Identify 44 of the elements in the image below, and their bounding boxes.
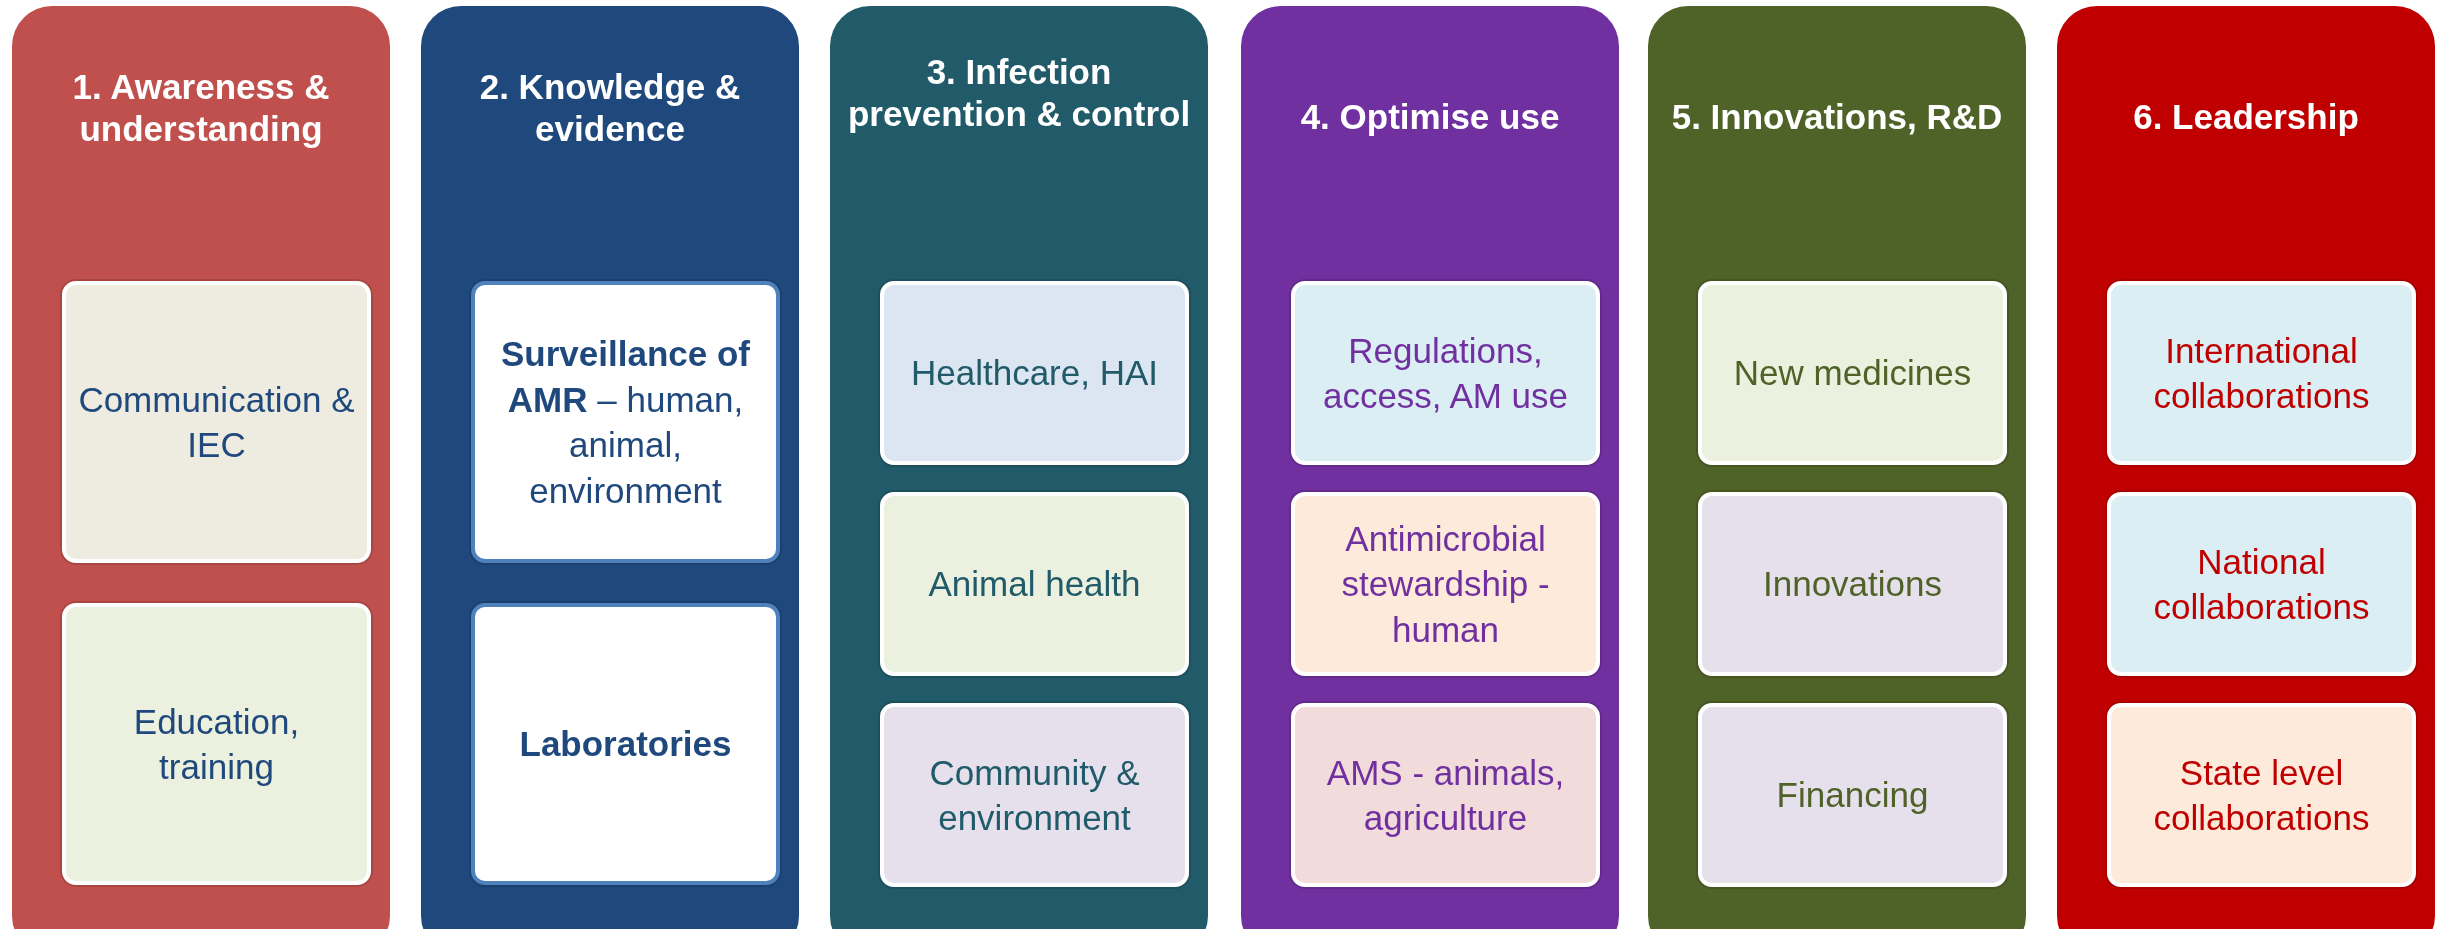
topic-card [62,603,371,885]
topic-label: International collaborations [2152,329,2371,417]
topic-card [1291,703,1600,887]
topic-label: Laboratories [518,723,733,766]
topic-label: Innovations [1762,563,1943,606]
topic-label: State level collaborations [2152,751,2371,839]
topic-card [2107,703,2416,887]
topic-label: New medicines [1732,352,1973,395]
topic-label: Regulations, access, AM use [1321,329,1570,417]
topic-card [1698,281,2007,465]
topic-card [62,281,371,563]
topic-card [1698,703,2007,887]
column-panel [421,6,799,929]
column-heading: 5. Innovations, R&D [1670,96,2004,138]
column-panel [1241,6,1619,929]
topic-label: Surveillance of AMR – human, animal, environment [500,333,751,512]
topic-label: National collaborations [2152,540,2371,628]
topic-card [2107,492,2416,676]
topic-label: Healthcare, HAI [909,352,1160,395]
topic-card [880,492,1189,676]
topic-label: Financing [1775,774,1930,817]
column-panel [2057,6,2435,929]
topic-label: AMS - animals, agriculture [1325,751,1566,839]
column-heading: 2. Knowledge & evidence [478,66,742,150]
topic-card [880,703,1189,887]
topic-card [471,281,780,563]
column-heading: 3. Infection prevention & control [846,51,1192,135]
column-panel [12,6,390,929]
topic-card [1291,281,1600,465]
topic-card [1291,492,1600,676]
column-panel [1648,6,2026,929]
column-heading: 4. Optimise use [1299,96,1561,138]
column-panel [830,6,1208,929]
topic-label: Community & environment [928,751,1141,839]
column-heading: 1. Awareness & understanding [71,66,331,150]
topic-label: Communication & IEC [77,378,356,466]
topic-label: Animal health [927,563,1142,606]
topic-card [880,281,1189,465]
column-heading: 6. Leadership [2132,96,2360,138]
topic-label: Antimicrobial stewardship - human [1340,517,1551,651]
topic-card [2107,281,2416,465]
topic-card [471,603,780,885]
topic-label: Education, training [132,700,301,788]
topic-card [1698,492,2007,676]
